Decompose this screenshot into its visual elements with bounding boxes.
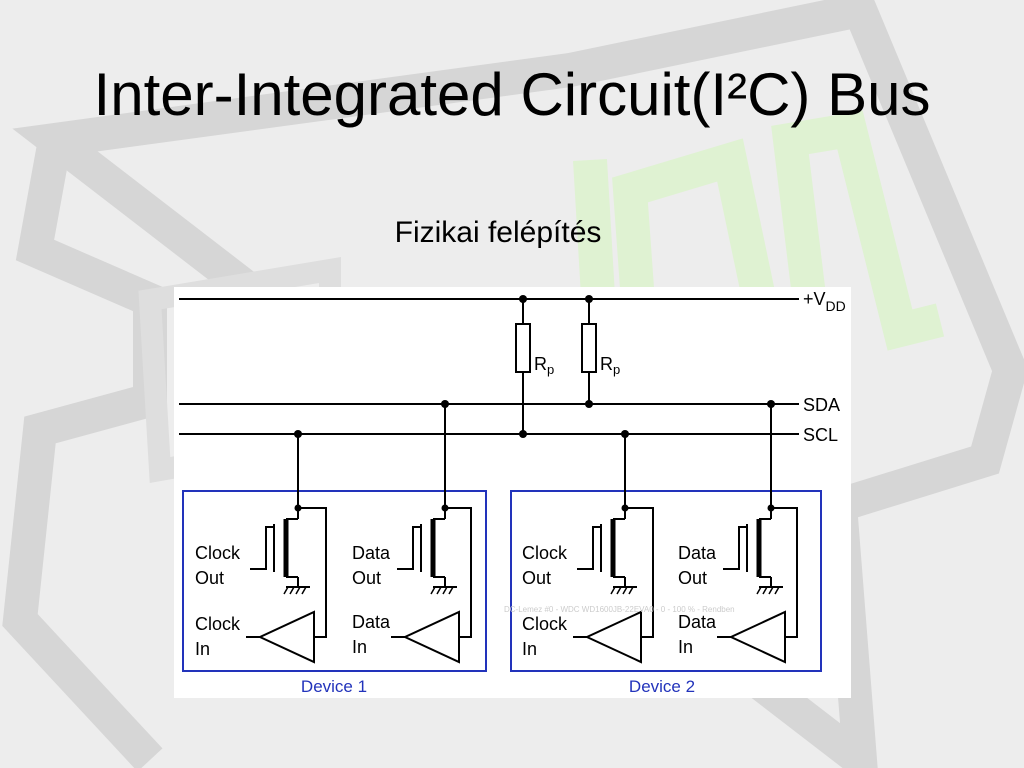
device-2-data-out-label: Out	[678, 568, 707, 588]
device-1-box	[182, 490, 487, 672]
device-2-clock-stage	[573, 434, 654, 664]
device-2-clock-out-label: Clock	[522, 543, 568, 563]
device-1-data-out-label: Out	[352, 568, 381, 588]
sda-label: SDA	[803, 395, 840, 415]
device-2-clock-out-label: Out	[522, 568, 551, 588]
device-2-name: Device 2	[629, 677, 695, 696]
device-2-box	[510, 490, 822, 672]
device-1-clock-in-label: Clock	[195, 614, 241, 634]
device-1-data-in-label: In	[352, 637, 367, 657]
device-2-clock-in-label: In	[522, 639, 537, 659]
decor-frame	[12, 0, 1024, 768]
resistor-label: Rp	[534, 354, 554, 377]
device-1-data-stage	[391, 404, 472, 664]
resistor-label: Rp	[600, 354, 620, 377]
device-2-data-stage	[717, 404, 798, 664]
device-1-clock-in-label: In	[195, 639, 210, 659]
watermark-text: DC-Lemez #0 - WDC WD1600JB-22EVA0 - 0 - …	[504, 605, 735, 614]
pullup-resistor-scl	[515, 299, 531, 434]
device-1-clock-out-label: Clock	[195, 543, 241, 563]
device-1-clock-out-label: Out	[195, 568, 224, 588]
device-2-data-in-label: Data	[678, 612, 717, 632]
pullup-resistor-sda	[581, 299, 597, 404]
slide-subtitle: Fizikai felépítés	[394, 216, 602, 249]
slide-title: Inter-Integrated Circuit(I²C) Bus	[93, 61, 931, 128]
device-1-clock-stage	[246, 434, 327, 664]
device-2-data-in-label: In	[678, 637, 693, 657]
scl-label: SCL	[803, 425, 838, 445]
i2c-circuit-diagram: Rp Rp +VDD SDA SCL Clock Out Clock In Da…	[174, 287, 851, 698]
device-2-data-out-label: Data	[678, 543, 717, 563]
device-1-data-in-label: Data	[352, 612, 391, 632]
device-1-data-out-label: Data	[352, 543, 391, 563]
vdd-label: +VDD	[803, 289, 846, 314]
device-1-name: Device 1	[301, 677, 367, 696]
device-2-clock-in-label: Clock	[522, 614, 568, 634]
junction-dots	[294, 295, 775, 512]
